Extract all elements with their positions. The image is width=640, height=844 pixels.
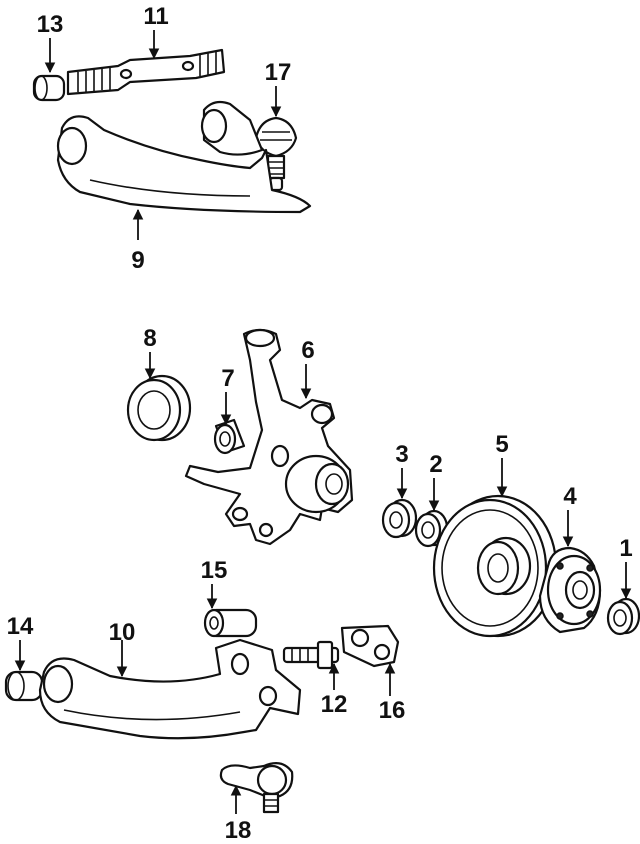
callout-18: 18 <box>225 817 252 844</box>
part-7-bushing[interactable] <box>213 418 246 455</box>
part-3-bearing[interactable] <box>381 498 418 539</box>
callout-7: 7 <box>221 365 234 392</box>
part-18-lower-ball-joint[interactable] <box>219 761 294 814</box>
part-16-bracket[interactable] <box>340 624 400 668</box>
part-8-seal-ring[interactable] <box>126 374 192 442</box>
callout-15: 15 <box>201 557 228 584</box>
callout-3: 3 <box>395 441 408 468</box>
part-9-upper-control-arm[interactable] <box>56 100 312 214</box>
callout-4: 4 <box>563 483 577 510</box>
part-4-wheel-hub[interactable] <box>538 546 602 634</box>
callout-2: 2 <box>429 451 442 478</box>
part-10-lower-control-arm[interactable] <box>38 638 302 740</box>
part-6-steering-knuckle[interactable] <box>184 328 354 546</box>
callout-13: 13 <box>37 11 64 38</box>
part-1-bearing[interactable] <box>606 597 640 636</box>
part-12-bolt[interactable] <box>282 640 340 670</box>
callout-17: 17 <box>265 59 292 86</box>
callout-14: 14 <box>7 613 34 640</box>
callout-11: 11 <box>143 3 168 30</box>
callout-16: 16 <box>379 697 406 724</box>
part-5-brake-rotor[interactable] <box>432 494 558 638</box>
callout-9: 9 <box>131 247 144 274</box>
callout-5: 5 <box>495 431 508 458</box>
callout-1: 1 <box>619 535 632 562</box>
part-13-bushing[interactable] <box>32 74 66 102</box>
part-2-bearing[interactable] <box>414 509 449 548</box>
callout-12: 12 <box>321 691 348 718</box>
part-15-bushing[interactable] <box>203 608 258 638</box>
part-11-upper-shaft[interactable] <box>66 48 226 96</box>
callout-10: 10 <box>109 619 136 646</box>
leader-lines <box>14 30 632 814</box>
callout-labels: 13 11 17 9 8 7 6 3 2 5 4 1 15 14 10 12 1… <box>7 3 633 844</box>
callout-6: 6 <box>301 337 314 364</box>
part-14-bushing[interactable] <box>4 670 44 702</box>
callout-8: 8 <box>143 325 156 352</box>
